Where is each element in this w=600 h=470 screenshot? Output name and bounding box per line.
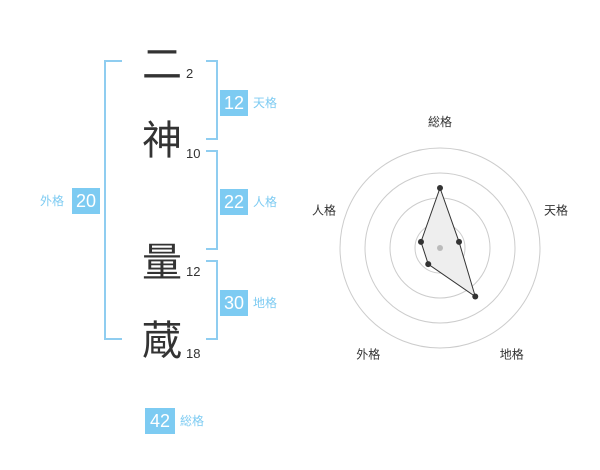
gaikaku-value: 20 (72, 188, 100, 214)
name-char-4: 蔵 (142, 318, 182, 364)
chikaku-bracket (206, 260, 218, 340)
radar-axis-label: 人格 (312, 202, 336, 217)
jinkaku-bracket (206, 150, 218, 250)
stroke-count-3: 12 (186, 264, 201, 279)
soukaku-label: 総格 (180, 414, 205, 428)
radar-point (472, 293, 479, 300)
stroke-count-4: 18 (186, 346, 201, 361)
radar-axis-label: 総格 (428, 114, 452, 129)
radar-axis-label: 地格 (500, 347, 524, 362)
chikaku-label: 地格 (253, 296, 278, 310)
radar-axis-label: 外格 (356, 347, 380, 362)
radar-point (417, 238, 424, 245)
radar-ring (364, 172, 516, 324)
tenkaku-bracket (206, 60, 218, 140)
tenkaku-label: 天格 (253, 96, 278, 110)
radar-point (425, 261, 432, 268)
radar-axis-label: 天格 (544, 202, 568, 217)
radar-area (420, 186, 477, 298)
radar-center (437, 245, 443, 251)
radar-point (456, 238, 463, 245)
radar-point (437, 185, 443, 191)
jinkaku-label: 人格 (253, 195, 278, 209)
soukaku-value: 42 (145, 408, 175, 434)
stroke-count-1: 2 (186, 66, 194, 81)
gaikaku-bracket (104, 60, 122, 340)
gaikaku-label: 外格 (40, 194, 65, 208)
name-char-3: 量 (142, 240, 182, 286)
radar-ring (339, 147, 541, 349)
name-char-1: 二 (142, 42, 182, 88)
stroke-count-2: 10 (186, 146, 201, 161)
chikaku-value: 30 (220, 290, 248, 316)
jinkaku-value: 22 (220, 189, 248, 215)
tenkaku-value: 12 (220, 90, 248, 116)
name-char-2: 神 (142, 118, 182, 164)
